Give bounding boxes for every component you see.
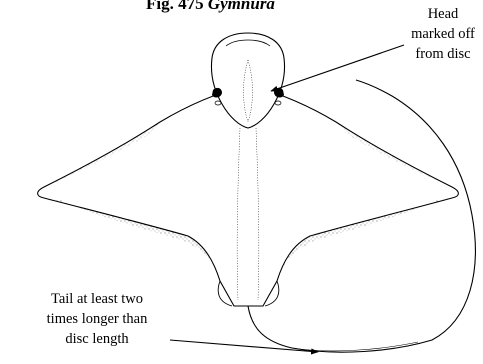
head-pointer-arrow bbox=[271, 45, 404, 91]
genus-name: Gymnura bbox=[208, 0, 275, 13]
head-annotation-line-3: from disc bbox=[404, 44, 482, 64]
head-annotation: Head marked off from disc bbox=[404, 4, 482, 64]
head-annotation-line-2: marked off bbox=[404, 24, 482, 44]
tail-annotation-line-3: disc length bbox=[2, 329, 192, 349]
head-annotation-line-1: Head bbox=[404, 4, 482, 24]
tail-fold bbox=[292, 342, 418, 351]
tail-annotation: Tail at least two times longer than disc… bbox=[2, 289, 192, 349]
tail-annotation-line-1: Tail at least two bbox=[2, 289, 192, 309]
tail-pointer-arrow bbox=[170, 340, 318, 352]
figure-title: Fig. 475 Gymnura bbox=[146, 0, 275, 15]
figure-number: Fig. 475 bbox=[146, 0, 208, 13]
tail-annotation-line-2: times longer than bbox=[2, 309, 192, 329]
